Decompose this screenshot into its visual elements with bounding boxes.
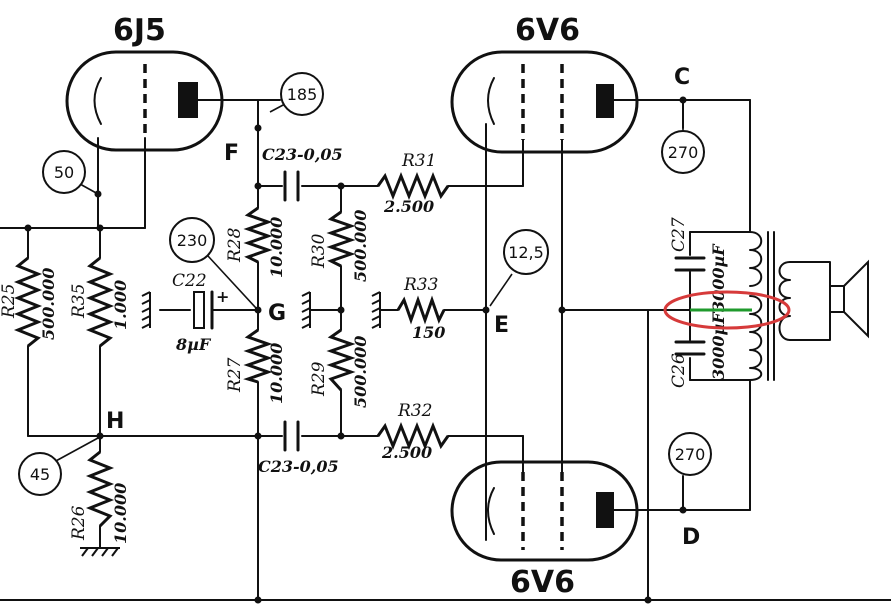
- r35-ref: R35: [69, 284, 89, 319]
- r27-symbol: [243, 328, 273, 384]
- capacitors: [193, 170, 706, 452]
- r26-value: 10.000: [111, 483, 130, 544]
- c22-value: 8µF: [175, 335, 212, 354]
- c22-ref: C22: [172, 271, 207, 291]
- resistors: [13, 171, 450, 528]
- voltage-45-marker: [18, 452, 62, 496]
- r32-symbol: [376, 421, 450, 451]
- tube-6v6-top-plate: [596, 84, 614, 118]
- tube-6v6-bottom-label: 6V6: [510, 565, 575, 600]
- tube-6j5-cathode: [93, 77, 102, 125]
- voltage-markers: 185 50 230 45 12,5 270 270: [18, 72, 712, 496]
- node-d-label: D: [682, 525, 700, 550]
- voltage-270-top-text: 270: [668, 143, 699, 162]
- node-g-label: G: [268, 301, 286, 326]
- r26-ref: R26: [69, 505, 89, 541]
- node-labels: F G H E C D: [106, 65, 700, 550]
- voltage-45-text: 45: [30, 465, 50, 484]
- r27-value: 10.000: [267, 343, 286, 404]
- r32-ref: R32: [397, 401, 432, 421]
- r32-value: 2.500: [381, 443, 432, 462]
- tube-6j5-label: 6J5: [113, 13, 166, 48]
- r35-symbol: [85, 256, 115, 348]
- voltage-270-top-marker: [661, 130, 705, 174]
- tube-6v6-bottom-cathode: [487, 487, 495, 535]
- r28-ref: R28: [225, 227, 245, 263]
- r25-value: 500.000: [39, 268, 58, 340]
- voltage-185-text: 185: [287, 85, 318, 104]
- r25-symbol: [13, 256, 43, 348]
- tube-6v6-top-label: 6V6: [515, 13, 580, 48]
- voltage-230-marker: [169, 217, 215, 263]
- output-transformer: [749, 231, 791, 381]
- c23-top-label: C23-0,05: [262, 145, 343, 164]
- voltage-50-marker: [42, 150, 86, 194]
- c26-ref: C26: [669, 353, 689, 388]
- r30-value: 500.000: [351, 210, 370, 282]
- r31-ref: R31: [401, 151, 436, 171]
- voltage-270-bottom-marker: [668, 432, 712, 476]
- c22-polarity: +: [216, 287, 229, 306]
- voltage-12-5-text: 12,5: [508, 243, 544, 262]
- voltage-185-marker: [280, 72, 324, 116]
- voltage-230-text: 230: [177, 231, 208, 250]
- c22-plate-a: [193, 291, 205, 329]
- tube-6j5-plate: [178, 82, 198, 118]
- r29-ref: R29: [309, 361, 329, 397]
- r29-value: 500.000: [351, 336, 370, 408]
- r33-value: 150: [412, 323, 445, 342]
- voltage-270-bottom-text: 270: [675, 445, 706, 464]
- r35-value: 1.000: [111, 280, 130, 330]
- voltage-50-text: 50: [54, 163, 74, 182]
- tube-6v6-top-envelope: [450, 50, 639, 154]
- node-e-label: E: [494, 313, 509, 338]
- tube-6v6-top-cathode: [487, 77, 495, 125]
- c27-value: 3000µF: [709, 243, 728, 312]
- r31-symbol: [376, 171, 450, 201]
- r28-symbol: [243, 206, 273, 264]
- highlight-red-ellipse: [663, 290, 791, 330]
- r26-symbol: [85, 450, 115, 528]
- wiring: [0, 99, 891, 601]
- c26-value: 3000µF: [709, 311, 728, 380]
- r27-ref: R27: [225, 357, 245, 393]
- c23-bottom-label: C23-0,05: [258, 457, 339, 476]
- voltage-12-5-marker: [503, 229, 549, 275]
- component-labels: C23-0,05 C23-0,05 R31 2.500 R33 150 R32 …: [0, 145, 728, 544]
- c27-ref: C27: [669, 217, 689, 252]
- r25-ref: R25: [0, 284, 19, 319]
- node-h-label: H: [106, 409, 124, 434]
- speaker-icon: [829, 259, 869, 339]
- r33-ref: R33: [403, 275, 438, 295]
- r29-symbol: [326, 328, 356, 392]
- node-f-label: F: [224, 141, 239, 166]
- r28-value: 10.000: [267, 217, 286, 278]
- node-c-label: C: [674, 65, 690, 90]
- ground-symbols: [80, 291, 381, 557]
- r33-symbol: [396, 295, 446, 325]
- r30-ref: R30: [309, 233, 329, 269]
- r31-value: 2.500: [383, 197, 434, 216]
- r30-symbol: [326, 210, 356, 268]
- tube-6v6-bottom-plate: [596, 492, 614, 528]
